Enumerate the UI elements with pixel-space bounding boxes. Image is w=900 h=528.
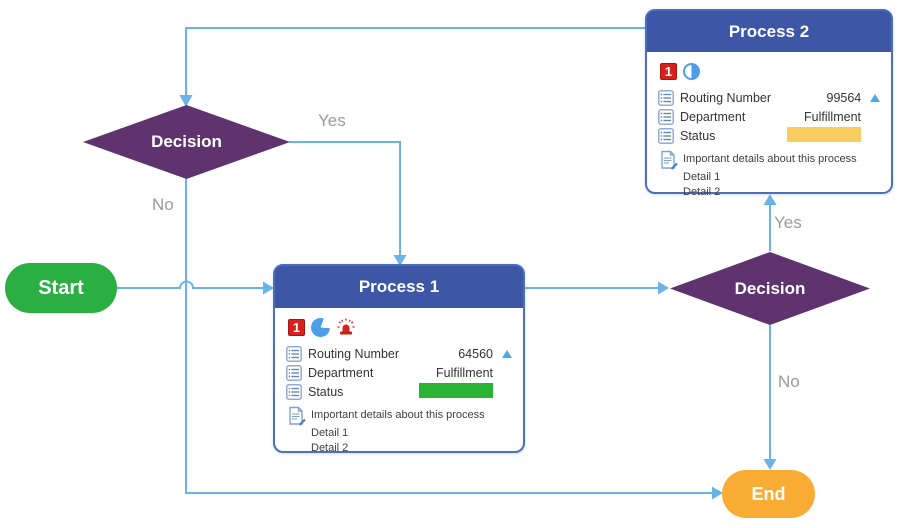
process-2-body: 1 Routing Number 99564 Dep: [647, 52, 891, 204]
note-text: Important details about this process: [311, 409, 485, 421]
process-1-body: 1 R: [275, 308, 523, 460]
field-label: Department: [680, 109, 746, 124]
siren-icon: [337, 318, 355, 335]
list-icon: [658, 108, 674, 125]
half-circle-icon: [683, 62, 700, 80]
process-1-title: Process 1: [275, 266, 523, 308]
edge-decision1-yes-to-process1: [289, 141, 401, 256]
field-row: Routing Number 99564: [658, 88, 880, 107]
arrowhead-into-end-left: [712, 486, 723, 500]
note-icon: [289, 406, 306, 426]
list-icon: [286, 364, 302, 381]
arrowhead-into-decision2: [658, 281, 669, 295]
one-badge-icon: 1: [288, 318, 305, 336]
field-label: Department: [308, 365, 374, 380]
status-bar: [419, 382, 493, 398]
arrowhead-into-end-top: [763, 459, 777, 470]
process-1-card[interactable]: Process 1 1: [273, 264, 525, 454]
field-row: Status: [658, 126, 880, 145]
detail-line: Detail 1: [311, 427, 349, 439]
status-bar: [787, 126, 861, 142]
arrowhead-into-process1-left: [263, 281, 274, 295]
sort-ascending-icon: [502, 349, 512, 358]
note-icon: [661, 150, 678, 170]
detail-line: Detail 2: [311, 442, 349, 454]
edge-label-yes-right: Yes: [774, 213, 802, 232]
end-node[interactable]: End: [722, 470, 815, 518]
field-label: Status: [308, 384, 344, 399]
start-node[interactable]: Start: [5, 263, 117, 313]
edge-label-no-left: No: [152, 195, 174, 214]
edge-decision1-no-to-end: [185, 178, 713, 494]
one-badge-icon: 1: [660, 62, 677, 80]
process-1-icons: 1: [288, 317, 512, 337]
list-icon: [658, 89, 674, 106]
pie-chart-icon: [311, 317, 330, 337]
note-row: Important details about this process: [286, 406, 512, 426]
field-row: Status: [286, 382, 512, 401]
field-value: 99564: [826, 90, 862, 105]
field-value: 64560: [458, 346, 493, 361]
detail-line: Detail 1: [683, 171, 721, 183]
list-icon: [286, 383, 302, 400]
note-text: Important details about this process: [683, 153, 857, 165]
field-row: Department Fulfillment: [658, 107, 880, 126]
detail-line: Detail 2: [683, 186, 721, 198]
process-2-icons: 1: [660, 61, 880, 81]
edge-label-yes-left: Yes: [318, 111, 346, 130]
field-row: Department Fulfillment: [286, 363, 512, 382]
process-2-card[interactable]: Process 2 1 Routing Number 99564: [645, 9, 893, 198]
field-value: Fulfillment: [436, 365, 493, 380]
arrowhead-into-decision1: [179, 95, 193, 107]
list-icon: [286, 345, 302, 362]
process-2-title: Process 2: [647, 11, 891, 52]
field-label: Status: [680, 128, 716, 143]
edge-process2-to-decision1: [185, 27, 646, 96]
note-row: Important details about this process: [658, 150, 880, 170]
edge-label-no-right: No: [778, 372, 800, 391]
arrowhead-into-process2-bottom: [763, 194, 777, 205]
edge-start-to-process1: [117, 280, 264, 289]
list-icon: [658, 127, 674, 144]
field-label: Routing Number: [680, 90, 772, 105]
field-value: Fulfillment: [804, 109, 861, 124]
arrowhead-into-process1-top: [393, 255, 407, 266]
field-label: Routing Number: [308, 346, 400, 361]
field-row: Routing Number 64560: [286, 344, 512, 363]
sort-ascending-icon: [870, 93, 880, 102]
